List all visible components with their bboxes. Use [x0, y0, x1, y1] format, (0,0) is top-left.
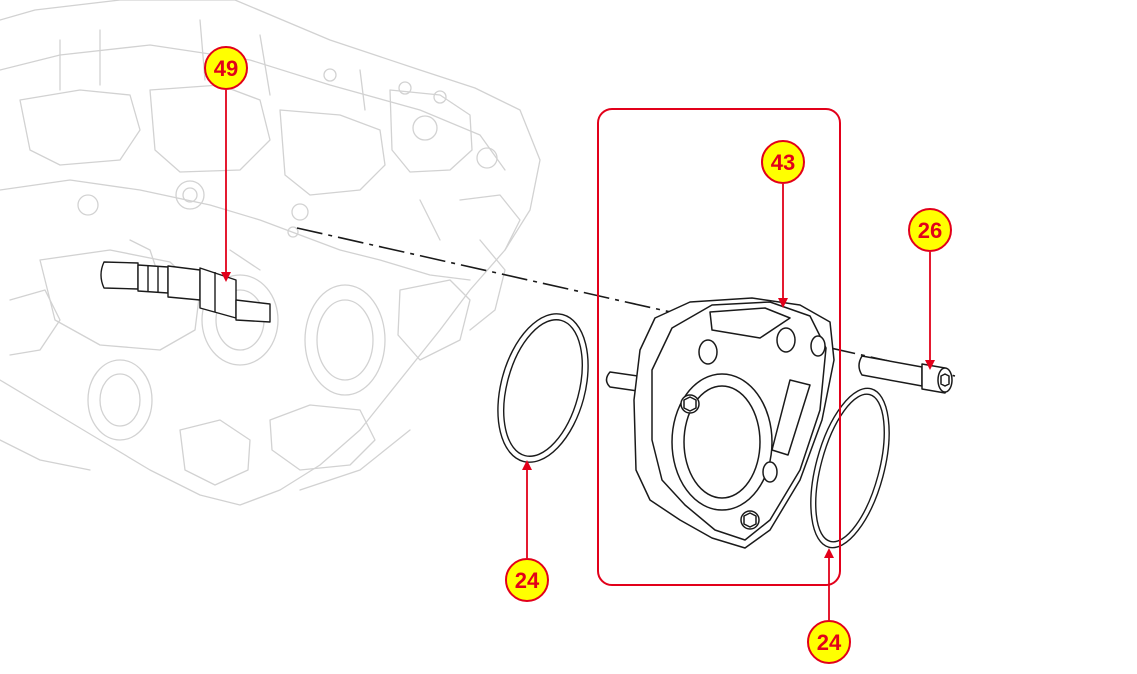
callout-24-left: 24 — [505, 558, 549, 602]
callout-balloon — [204, 46, 248, 90]
callout-balloon — [807, 620, 851, 664]
leader-arrow-24-right — [824, 548, 834, 558]
callout-49: 49 — [204, 46, 248, 90]
callout-24-right: 24 — [807, 620, 851, 664]
leader-arrow-49 — [221, 272, 231, 282]
callout-26: 26 — [908, 208, 952, 252]
callout-number: 24 — [515, 568, 540, 593]
assembly-axis-line — [296, 227, 956, 377]
callout-balloon — [505, 558, 549, 602]
leader-arrow-24-left — [522, 460, 532, 470]
callout-balloon — [761, 140, 805, 184]
bolt-part-26 — [858, 355, 953, 394]
leader-lines — [221, 90, 935, 620]
callout-number: 26 — [918, 218, 942, 243]
callout-number: 43 — [771, 150, 795, 175]
sensor-part-49 — [100, 261, 271, 323]
callout-43: 43 — [761, 140, 805, 184]
leader-arrow-43 — [778, 298, 788, 308]
o-ring-right-part-24 — [810, 387, 890, 549]
leader-arrow-26 — [925, 360, 935, 370]
highlight-box-part-43 — [597, 108, 841, 586]
flange-adapter-part-43 — [605, 297, 835, 549]
callout-number: 49 — [214, 56, 238, 81]
engine-housing-background — [0, 0, 541, 506]
callout-number: 24 — [817, 630, 842, 655]
o-ring-left-part-24 — [497, 313, 589, 463]
callout-balloon — [908, 208, 952, 252]
